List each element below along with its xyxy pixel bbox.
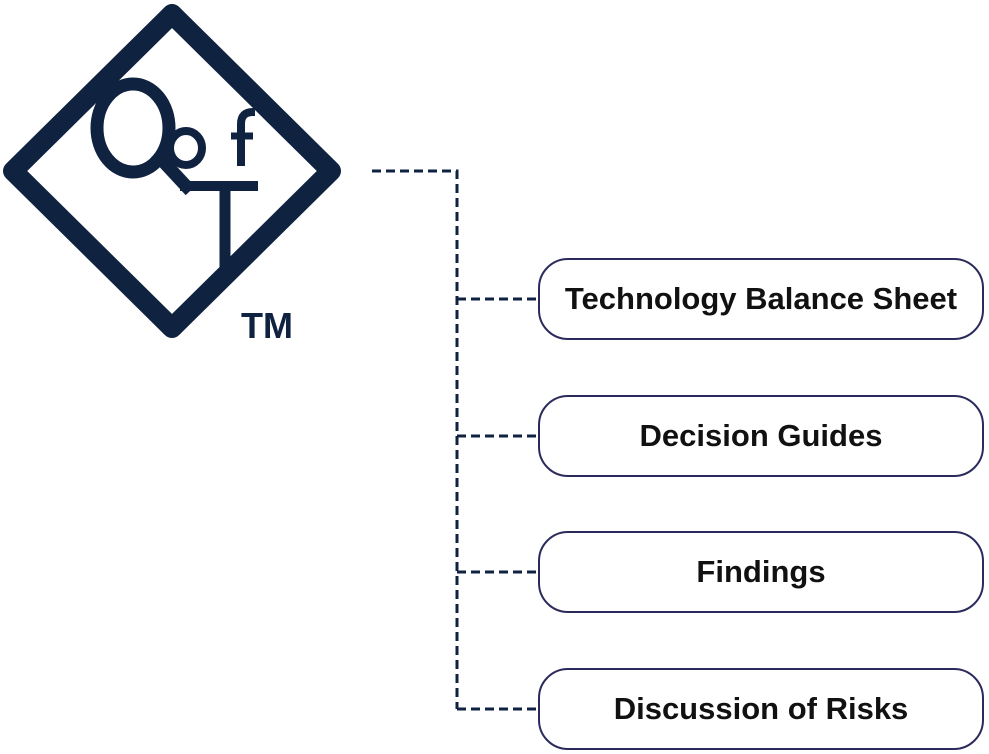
box-label: Findings (696, 554, 826, 589)
trademark-label: TM (241, 305, 293, 346)
qoft-logo (3, 4, 341, 338)
connector-trunk (372, 169, 459, 709)
box-discussion-of-risks[interactable]: Discussion of Risks (538, 668, 984, 750)
box-label: Discussion of Risks (613, 691, 909, 726)
box-decision-guides[interactable]: Decision Guides (538, 395, 984, 477)
box-findings[interactable]: Findings (538, 531, 984, 613)
logo-q-ring (90, 77, 176, 179)
logo-diamond (3, 4, 341, 338)
logo-o (166, 127, 206, 169)
logo-f (237, 108, 255, 166)
box-label: Technology Balance Sheet (564, 281, 958, 316)
box-label: Decision Guides (639, 418, 883, 453)
box-technology-balance-sheet[interactable]: Technology Balance Sheet (538, 258, 984, 340)
